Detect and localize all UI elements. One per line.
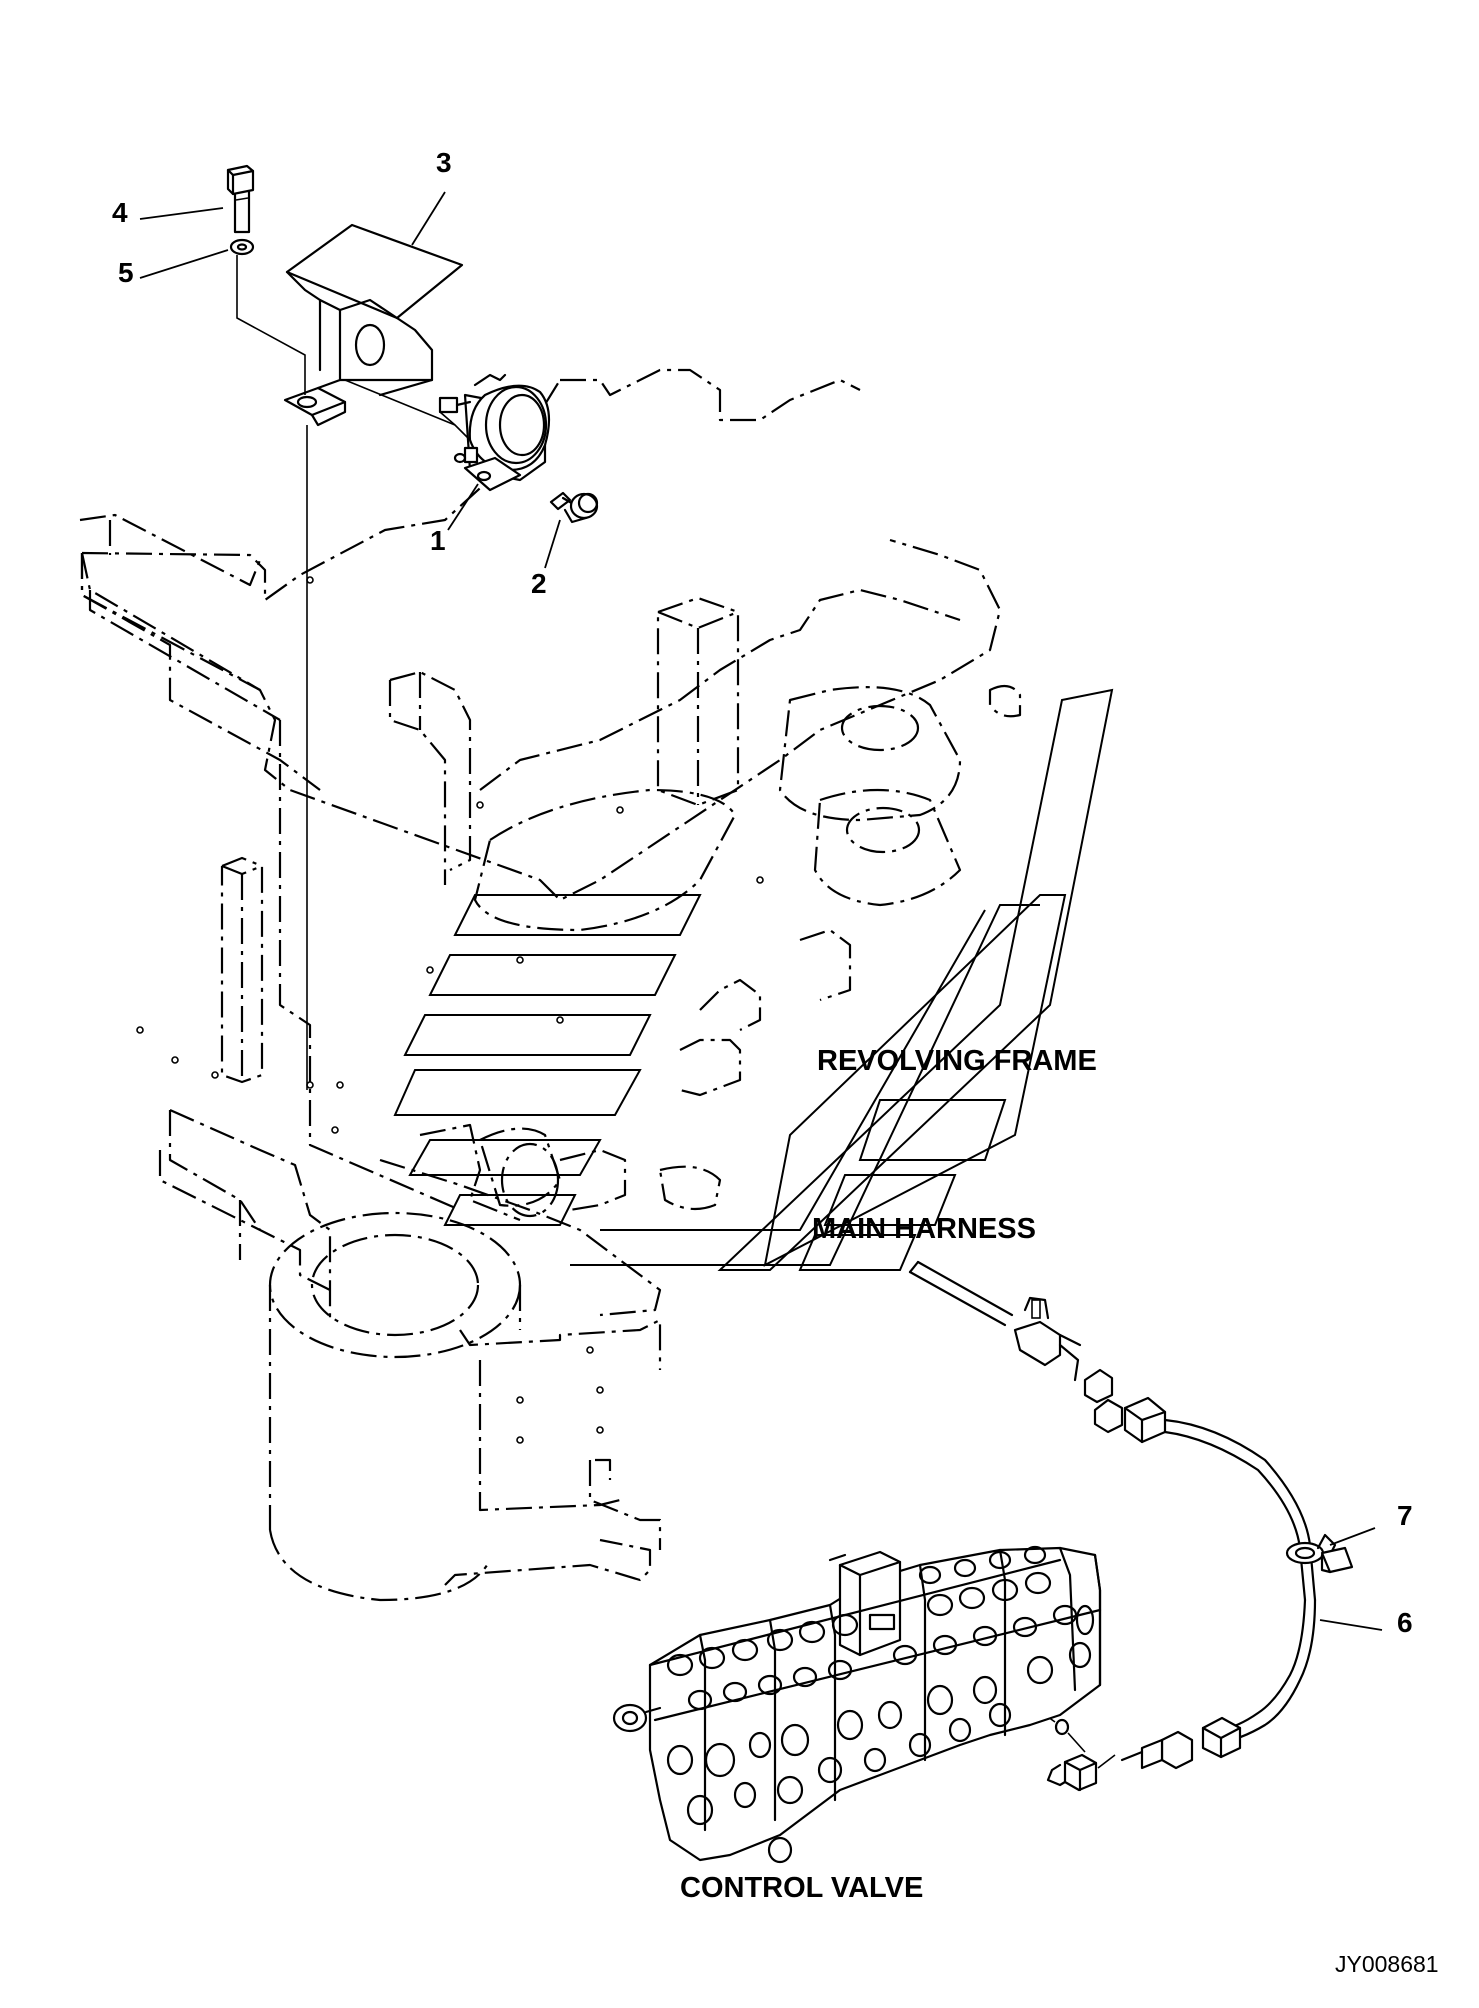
callout-5: 5 [118, 257, 134, 288]
label-revolving-frame: REVOLVING FRAME [817, 1045, 1097, 1077]
component-labels: REVOLVING FRAME MAIN HARNESS CONTROL VAL… [680, 1045, 1439, 1977]
callout-1: 1 [430, 525, 446, 556]
main-harness-wiring [908, 1260, 1354, 1792]
callout-3: 3 [436, 147, 452, 178]
bolt-icon [226, 164, 255, 196]
label-main-harness: MAIN HARNESS [812, 1213, 1036, 1245]
control-valve [612, 1545, 1102, 1864]
callout-7: 7 [1397, 1500, 1413, 1531]
callout-2: 2 [531, 568, 547, 599]
screw-icon [549, 491, 599, 524]
callout-6: 6 [1397, 1607, 1413, 1638]
drawing-code: JY008681 [1335, 1951, 1439, 1977]
callout-4: 4 [112, 197, 128, 228]
callout-numbers: 3 4 5 1 2 7 6 [112, 147, 1413, 1638]
leader-lines [139, 191, 1383, 1631]
watermark-logo [393, 688, 1114, 1271]
washer-icon [229, 238, 255, 256]
clamp-icon [1285, 1533, 1354, 1574]
solenoid-device [344, 373, 599, 524]
bracket-assembly [226, 164, 464, 1090]
label-control-valve: CONTROL VALVE [680, 1872, 923, 1904]
revolving-frame-phantom [79, 368, 1022, 1602]
